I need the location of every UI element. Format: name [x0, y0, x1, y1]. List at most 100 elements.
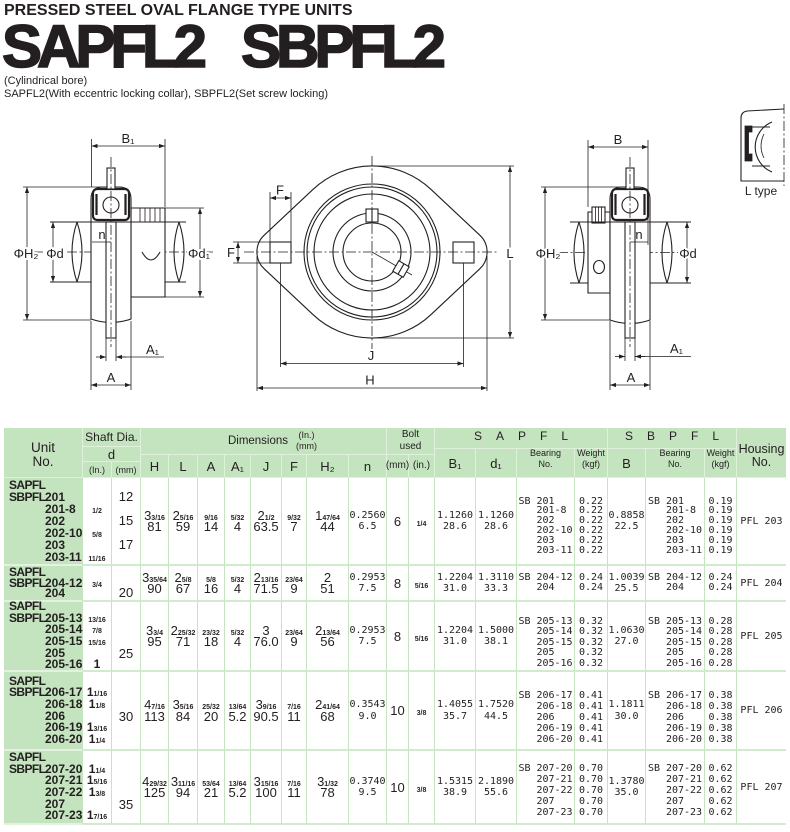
bearing-prefix-indent — [518, 712, 536, 723]
weight-kgf: 0.19 — [708, 505, 733, 517]
bearing-prefix-indent — [518, 516, 536, 526]
bolt-size-inch: 3/8 — [417, 780, 427, 795]
weight-line: 0.70 — [579, 785, 603, 796]
header-text: Bearing — [659, 448, 691, 458]
dimension-a-mm: 20 — [203, 708, 219, 724]
dimension-a1-mm: 4 — [233, 519, 242, 534]
series-name: SAPFL — [9, 673, 46, 688]
fraction: 5/16 — [179, 704, 194, 711]
fraction: 23/64 — [285, 629, 303, 637]
inch-line: 21/2 — [258, 509, 275, 522]
bearing-no: 203-11 — [665, 544, 703, 556]
weight-line: 0.22 — [579, 506, 603, 516]
bearing-prefix-indent — [648, 506, 666, 516]
weight-kgf: 0.22 — [578, 515, 604, 527]
bearing-no-line: 207-22 — [648, 785, 702, 796]
sapfl-b1-inch: 1.4055 — [436, 699, 474, 710]
fraction: 1/4 — [416, 520, 427, 528]
inch-line: 2 — [324, 571, 331, 583]
inch-line: 23/32 — [202, 625, 220, 637]
bearing-no: 201 — [665, 495, 684, 507]
bearing-prefix: SB — [518, 762, 531, 774]
sapfl-b1-inch: 1.5315 — [436, 775, 474, 787]
bearing-no-line: 203 — [648, 535, 684, 546]
bearing-no: 207 — [536, 796, 555, 808]
bearing-seals — [95, 194, 127, 215]
weight-kgf: 0.70 — [578, 784, 604, 796]
dimension-l-inch: 35/16 — [173, 698, 194, 714]
weight-line: 0.19 — [708, 506, 732, 516]
series-name: SBPFL — [9, 761, 46, 776]
series-name: SBPFL — [9, 685, 46, 700]
label-d: Φd — [46, 246, 64, 261]
unit-designation: 207-23 — [45, 808, 83, 823]
cell-content: 5/16 — [415, 629, 429, 644]
weight-kgf: 0.19 — [708, 534, 733, 546]
weight-kgf: 0.19 — [708, 525, 733, 536]
bearing-no-line: 206-18 — [648, 701, 702, 712]
weight-kgf: 0.41 — [578, 723, 604, 735]
bearing-prefix-indent — [648, 516, 666, 526]
weight-kgf: 0.41 — [578, 689, 604, 701]
header-dim-h: H — [141, 455, 169, 478]
unit-designation: 206-20 — [45, 731, 83, 746]
ball-arc — [754, 121, 773, 173]
inch-line: 0.8858 — [608, 510, 644, 522]
shaft-dia-line: 11/16 — [88, 551, 105, 563]
weight-kgf: 0.19 — [708, 495, 733, 507]
bolt-inch-cell: 5/16 — [409, 566, 435, 602]
dimension-a1-mm: 5.2 — [228, 708, 247, 724]
label-h2: ΦH₂ — [536, 246, 561, 261]
weight-kgf: 0.28 — [708, 615, 733, 627]
bearing-no-line: 203-11 — [648, 544, 703, 556]
header-dim-f: F — [282, 455, 307, 478]
weight-line: 0.32 — [579, 658, 603, 670]
dimension-h-inch: 33/4 — [146, 624, 163, 640]
bearing-no: 206 — [665, 711, 684, 723]
mm-line: 18 — [204, 635, 218, 647]
shaft-dia-line: 1 — [94, 658, 101, 671]
unit-designation: 207-21 — [45, 773, 83, 788]
dimension-j-mm: 100 — [255, 785, 277, 800]
fraction: 3/8 — [416, 786, 427, 794]
bolt-mm-cell: 10 — [387, 672, 409, 751]
cell-content: 10 — [390, 703, 404, 718]
whole-number: 2 — [253, 569, 261, 585]
inch-line: 33/4 — [146, 624, 163, 640]
header-sapfl-b1: B₁ — [435, 449, 476, 478]
fraction: 5/16 — [93, 779, 108, 787]
bolt-size-inch: 3/8 — [417, 703, 427, 718]
category-title: PRESSED STEEL OVAL FLANGE TYPE UNITS — [4, 2, 353, 19]
weight-kgf: 0.38 — [708, 723, 733, 735]
inch-line: 7/16 — [287, 699, 301, 711]
series-name: SBPFL — [9, 575, 46, 590]
dimension-l-mm: 71 — [175, 634, 191, 649]
fraction: 15/16 — [88, 640, 106, 647]
